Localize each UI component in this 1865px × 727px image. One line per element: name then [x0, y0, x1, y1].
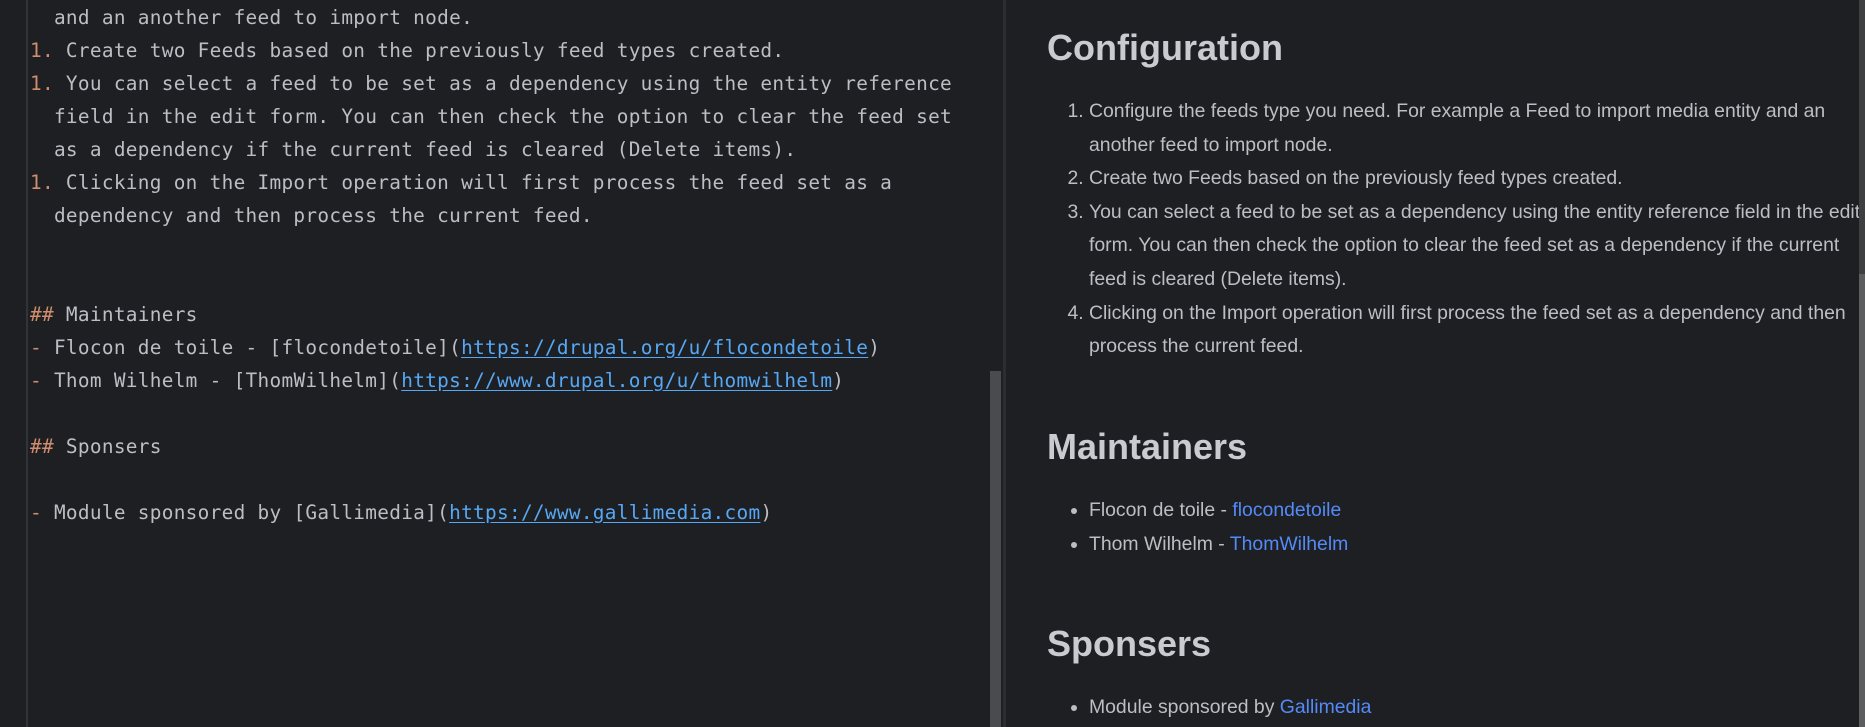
bullet-marker: -: [30, 501, 42, 524]
code-line: dependency and then process the current …: [30, 198, 984, 231]
code-line: 1. Clicking on the Import operation will…: [30, 165, 984, 198]
list-item: You can select a feed to be set as a dep…: [1089, 196, 1859, 297]
code-line-empty: [30, 462, 984, 495]
markdown-editor[interactable]: and an another feed to import node. 1. C…: [0, 0, 1004, 727]
list-item: Configure the feeds type you need. For e…: [1089, 95, 1859, 162]
bullet-marker: -: [30, 336, 42, 359]
line-text: Flocon de toile - [flocondetoile](: [41, 336, 462, 359]
line-text: ): [832, 369, 845, 392]
link-gallimedia[interactable]: Gallimedia: [1279, 696, 1372, 718]
list-item: Create two Feeds based on the previously…: [1089, 162, 1859, 196]
list-item: Module sponsored by Gallimedia: [1089, 691, 1859, 725]
editor-link-flocondetoile[interactable]: https://drupal.org/u/flocondetoile: [461, 336, 869, 359]
code-line-empty: [30, 396, 984, 429]
list-item: Flocon de toile - flocondetoile: [1089, 494, 1859, 528]
code-line: field in the edit form. You can then che…: [30, 99, 984, 132]
maintainers-list: Flocon de toile - flocondetoile Thom Wil…: [1047, 494, 1859, 561]
indent: [30, 138, 54, 161]
code-line: 1. Create two Feeds based on the previou…: [30, 33, 984, 66]
link-thomwilhelm[interactable]: ThomWilhelm: [1229, 532, 1349, 555]
link-flocondetoile[interactable]: flocondetoile: [1232, 499, 1342, 521]
code-line-heading: ## Sponsers: [30, 429, 984, 462]
line-text: dependency and then process the current …: [53, 204, 593, 227]
code-line: - Module sponsored by [Gallimedia](https…: [30, 495, 984, 528]
editor-scrollbar-thumb[interactable]: [990, 371, 1001, 727]
item-text: Flocon de toile -: [1089, 499, 1233, 521]
list-marker: 1.: [30, 171, 54, 194]
gutter-border: [26, 0, 28, 727]
heading-configuration: Configuration: [1047, 27, 1283, 68]
editor-link-gallimedia[interactable]: https://www.gallimedia.com: [449, 501, 761, 524]
line-text: Sponsers: [53, 435, 162, 458]
line-text: field in the edit form. You can then che…: [53, 105, 953, 128]
item-text: Module sponsored by: [1089, 696, 1280, 718]
sponsers-list: Module sponsored by Gallimedia: [1047, 691, 1859, 725]
editor-link-thomwilhelm[interactable]: https://www.drupal.org/u/thomwilhelm: [401, 369, 833, 392]
code-line: - Thom Wilhelm - [ThomWilhelm](https://w…: [30, 363, 984, 396]
line-text: Create two Feeds based on the previously…: [53, 39, 785, 62]
list-item: Thom Wilhelm - ThomWilhelm: [1089, 528, 1859, 562]
code-line-empty: [30, 264, 984, 297]
editor-text[interactable]: and an another feed to import node. 1. C…: [30, 0, 984, 528]
code-line: and an another feed to import node.: [30, 0, 984, 33]
list-marker: 1.: [30, 72, 54, 95]
pane-splitter[interactable]: [1003, 0, 1006, 727]
line-text: Module sponsored by [Gallimedia](: [41, 501, 450, 524]
line-text: as a dependency if the current feed is c…: [53, 138, 797, 161]
list-marker: 1.: [30, 39, 54, 62]
line-text: Thom Wilhelm - [ThomWilhelm](: [41, 369, 402, 392]
heading-marker: ##: [30, 435, 54, 458]
code-line: as a dependency if the current feed is c…: [30, 132, 984, 165]
line-text: and an another feed to import node.: [53, 6, 474, 29]
configuration-list: Configure the feeds type you need. For e…: [1047, 95, 1859, 364]
code-line: - Flocon de toile - [flocondetoile](http…: [30, 330, 984, 363]
item-text: Thom Wilhelm -: [1089, 532, 1230, 555]
heading-maintainers: Maintainers: [1047, 426, 1248, 467]
code-line: 1. You can select a feed to be set as a …: [30, 66, 984, 99]
line-text: Maintainers: [53, 303, 198, 326]
line-text: ): [760, 501, 773, 524]
bullet-marker: -: [30, 369, 42, 392]
list-item: Clicking on the Import operation will fi…: [1089, 297, 1859, 364]
line-text: ): [868, 336, 881, 359]
code-line-heading: ## Maintainers: [30, 297, 984, 330]
indent: [30, 6, 54, 29]
preview-scrollbar-thumb[interactable]: [1859, 274, 1865, 727]
indent: [30, 105, 54, 128]
heading-sponsers: Sponsers: [1047, 623, 1212, 664]
code-line-empty: [30, 231, 984, 264]
heading-marker: ##: [30, 303, 54, 326]
line-text: You can select a feed to be set as a dep…: [53, 72, 953, 95]
line-text: Clicking on the Import operation will fi…: [53, 171, 893, 194]
indent: [30, 204, 54, 227]
markdown-preview: Configuration Configure the feeds type y…: [1006, 0, 1859, 727]
